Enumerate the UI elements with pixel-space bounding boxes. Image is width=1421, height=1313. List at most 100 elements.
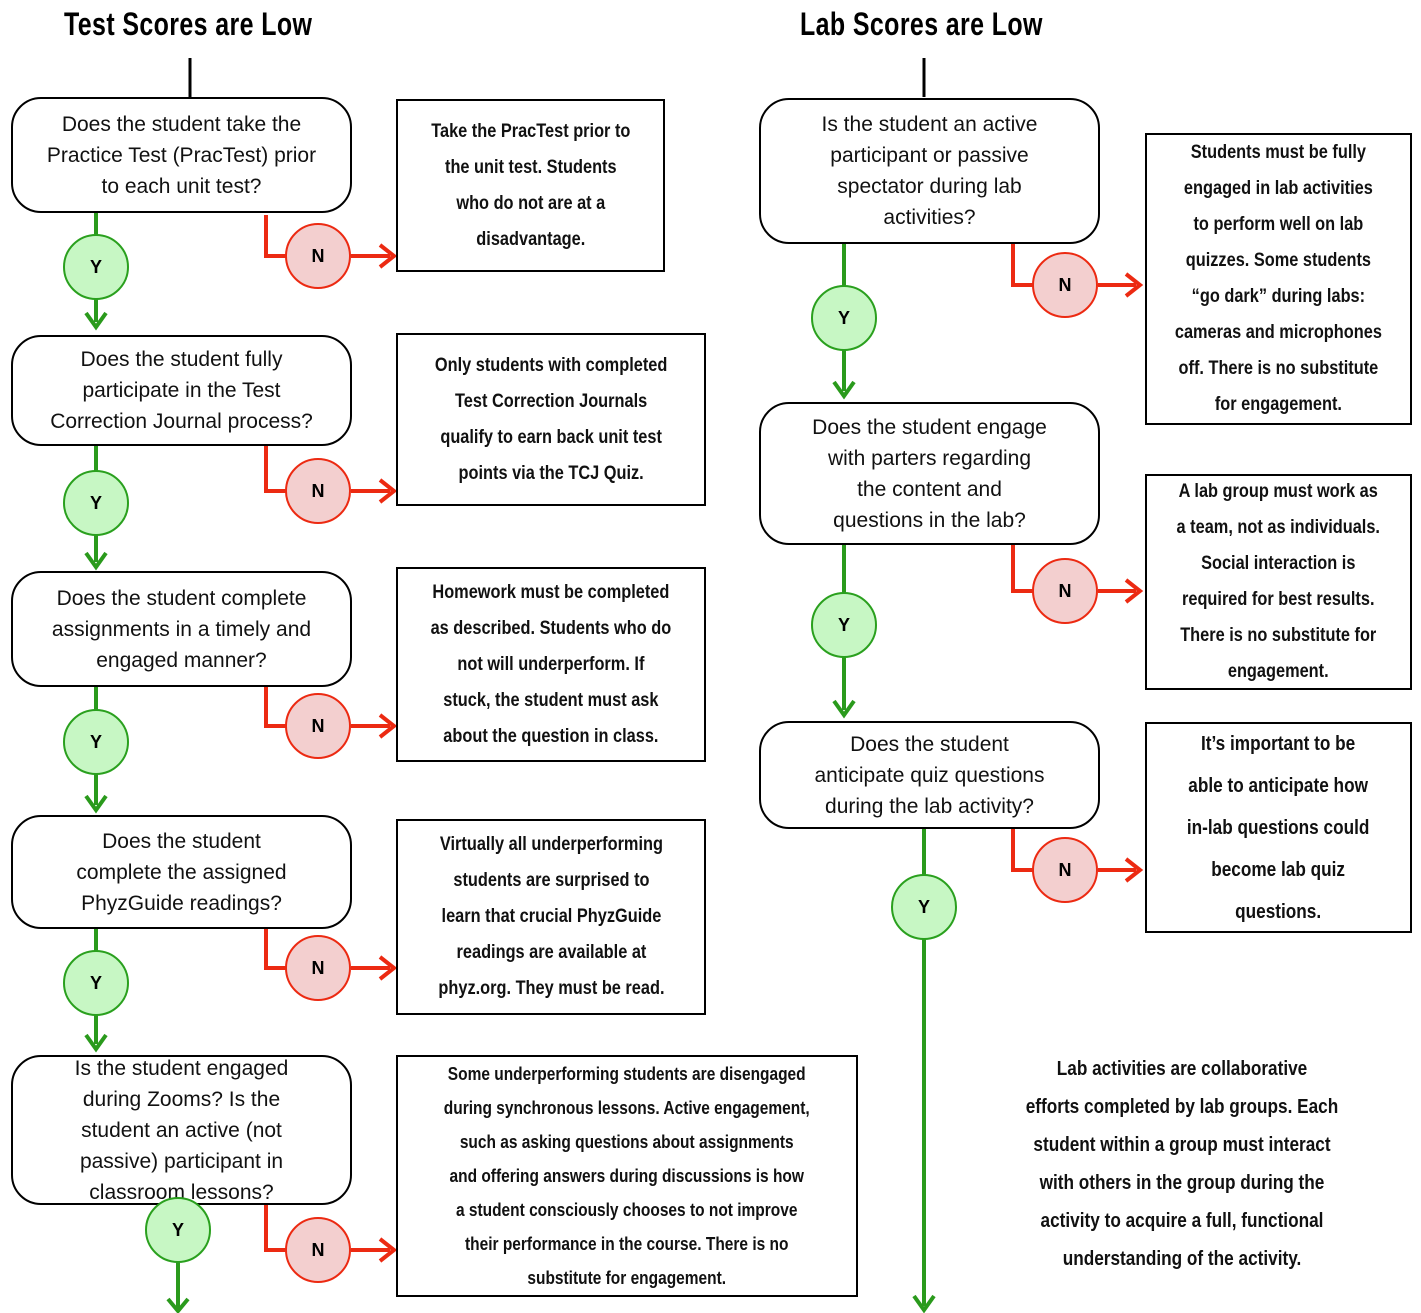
answer-box-zooms: Some underperforming students are diseng… [396, 1055, 858, 1297]
question-line: spectator during lab [837, 175, 1022, 198]
note-line: understanding of the activity. [1062, 1248, 1302, 1270]
right-no-line-1 [1011, 244, 1033, 287]
left-yes-arrow-4 [84, 1033, 108, 1053]
answer-line: students are surprised to [452, 870, 650, 891]
question-line: Does the student engage [812, 415, 1047, 439]
no-node: N [1032, 252, 1098, 318]
answer-line: points via the TCJ Quiz. [458, 462, 644, 484]
question-line: Does the student complete [56, 586, 307, 610]
left-no-line-4 [264, 929, 286, 970]
question-line: Does the student take the [61, 112, 302, 136]
left-yes-arrow-5 [166, 1297, 190, 1313]
left-no-arrow-5 [378, 1237, 398, 1263]
answer-line: become lab quiz [1211, 858, 1346, 881]
question-line: activities? [883, 206, 976, 229]
right-no-arrow-1 [1124, 272, 1144, 298]
answer-line: for engagement. [1214, 394, 1343, 415]
answer-line: such as asking questions about assignmen… [460, 1132, 794, 1152]
question-line: student an active (not [81, 1118, 282, 1142]
right-no-line-3 [1011, 829, 1033, 872]
answer-box-lab-engagement: Students must be fully engaged in lab act… [1145, 133, 1412, 425]
left-no-arrow-3 [378, 713, 398, 739]
question-line: Is the student engaged [74, 1056, 289, 1080]
answer-line: able to anticipate how [1188, 774, 1369, 797]
right-yes-arrow-2 [832, 699, 856, 719]
answer-line: Students must be fully [1190, 142, 1367, 163]
yes-node: Y [63, 234, 129, 300]
question-line: Does the student [850, 732, 1009, 756]
answer-line: There is no substitute for [1180, 625, 1377, 646]
answer-line: It’s important to be [1201, 732, 1356, 755]
left-no-arrow-4 [378, 955, 398, 981]
answer-line: as described. Students who do [430, 617, 672, 639]
answer-line: Test Correction Journals [454, 390, 648, 412]
answer-line: in-lab questions could [1187, 816, 1370, 839]
answer-line: during synchronous lessons. Active engag… [444, 1098, 810, 1118]
note-line: Lab activities are collaborative [1056, 1058, 1308, 1080]
left-no-arrow-2 [378, 478, 398, 504]
answer-line: Take the PracTest prior to [430, 120, 631, 142]
no-node: N [285, 1217, 351, 1283]
yes-node: Y [63, 950, 129, 1016]
answer-line: stuck, the student must ask [443, 689, 659, 711]
question-box-zooms: Is the student engaged during Zooms? Is t… [11, 1055, 352, 1205]
answer-line: Homework must be completed [432, 581, 670, 603]
question-line: PhyzGuide readings? [81, 891, 282, 915]
note-line: with others in the group during the [1039, 1172, 1325, 1194]
left-no-line-1 [264, 215, 286, 258]
right-yes-arrow-3 [912, 1294, 936, 1313]
no-node: N [285, 223, 351, 289]
answer-box-homework: Homework must be completed as described. … [396, 567, 706, 762]
answer-line: learn that crucial PhyzGuide [441, 906, 661, 927]
yes-node: Y [811, 285, 877, 351]
answer-line: qualify to earn back unit test [440, 426, 662, 448]
no-node: N [285, 935, 351, 1001]
question-line: Correction Journal process? [50, 410, 313, 433]
answer-line: engagement. [1228, 661, 1329, 682]
answer-line: “go dark” during labs: [1191, 286, 1366, 307]
no-node: N [1032, 558, 1098, 624]
answer-line: who do not are at a [456, 192, 605, 214]
question-line: Does the student [102, 829, 261, 853]
answer-line: Only students with completed [434, 354, 668, 376]
question-line: Does the student fully [80, 348, 283, 371]
left-no-line-5 [264, 1205, 286, 1252]
question-line: complete the assigned [76, 860, 287, 884]
yes-node: Y [145, 1197, 211, 1263]
left-yes-arrow-1 [84, 311, 108, 331]
question-line: classroom lessons? [89, 1180, 274, 1204]
question-line: during Zooms? Is the [82, 1087, 281, 1111]
answer-line: about the question in class. [443, 725, 659, 747]
question-line: with parters regarding [827, 446, 1032, 470]
answer-line: readings are available at [456, 942, 646, 963]
answer-line: Social interaction is [1201, 553, 1356, 574]
question-line: passive) participant in [79, 1149, 284, 1173]
no-node: N [285, 693, 351, 759]
question-line: during the lab activity? [825, 794, 1034, 818]
lab-collaboration-note: Lab activities are collaborative efforts… [958, 1050, 1406, 1278]
answer-line: not will underperform. If [457, 653, 645, 675]
no-node: N [1032, 837, 1098, 903]
answer-line: their performance in the course. There i… [465, 1234, 789, 1254]
answer-line: quizzes. Some students [1185, 250, 1372, 271]
note-line: efforts completed by lab groups. Each [1025, 1096, 1339, 1118]
answer-line: engaged in lab activities [1184, 178, 1373, 199]
question-line: participant or passive [830, 144, 1029, 167]
answer-line: required for best results. [1182, 589, 1375, 610]
left-no-line-2 [264, 446, 286, 493]
right-no-arrow-2 [1124, 578, 1144, 604]
answer-line: substitute for engagement. [527, 1268, 727, 1288]
answer-line: disadvantage. [476, 228, 585, 250]
question-line: anticipate quiz questions [814, 763, 1045, 787]
answer-line: phyz.org. They must be read. [437, 978, 665, 999]
answer-line: to perform well on lab [1193, 214, 1364, 235]
answer-line: off. There is no substitute [1178, 358, 1379, 379]
answer-line: Virtually all underperforming [439, 834, 663, 855]
answer-line: and offering answers during discussions … [449, 1166, 805, 1186]
